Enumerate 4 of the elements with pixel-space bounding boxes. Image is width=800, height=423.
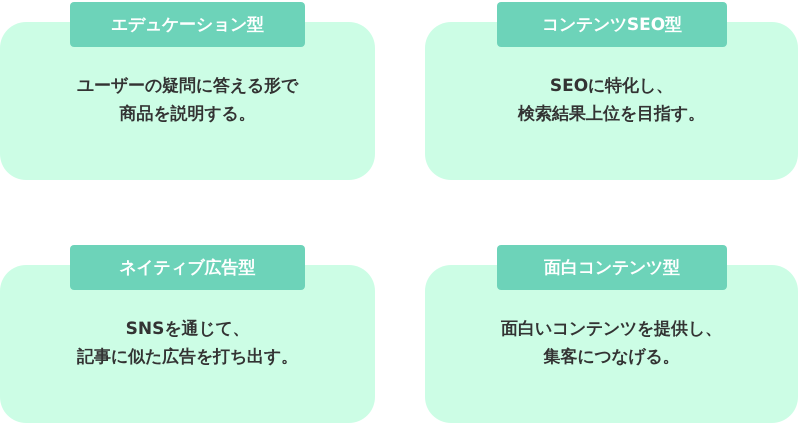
heading-tab: ネイティブ広告型 xyxy=(70,245,305,290)
heading-tab: 面白コンテンツ型 xyxy=(497,245,727,290)
heading-tab: コンテンツSEO型 xyxy=(497,2,727,47)
heading-tab: エデュケーション型 xyxy=(70,2,305,47)
